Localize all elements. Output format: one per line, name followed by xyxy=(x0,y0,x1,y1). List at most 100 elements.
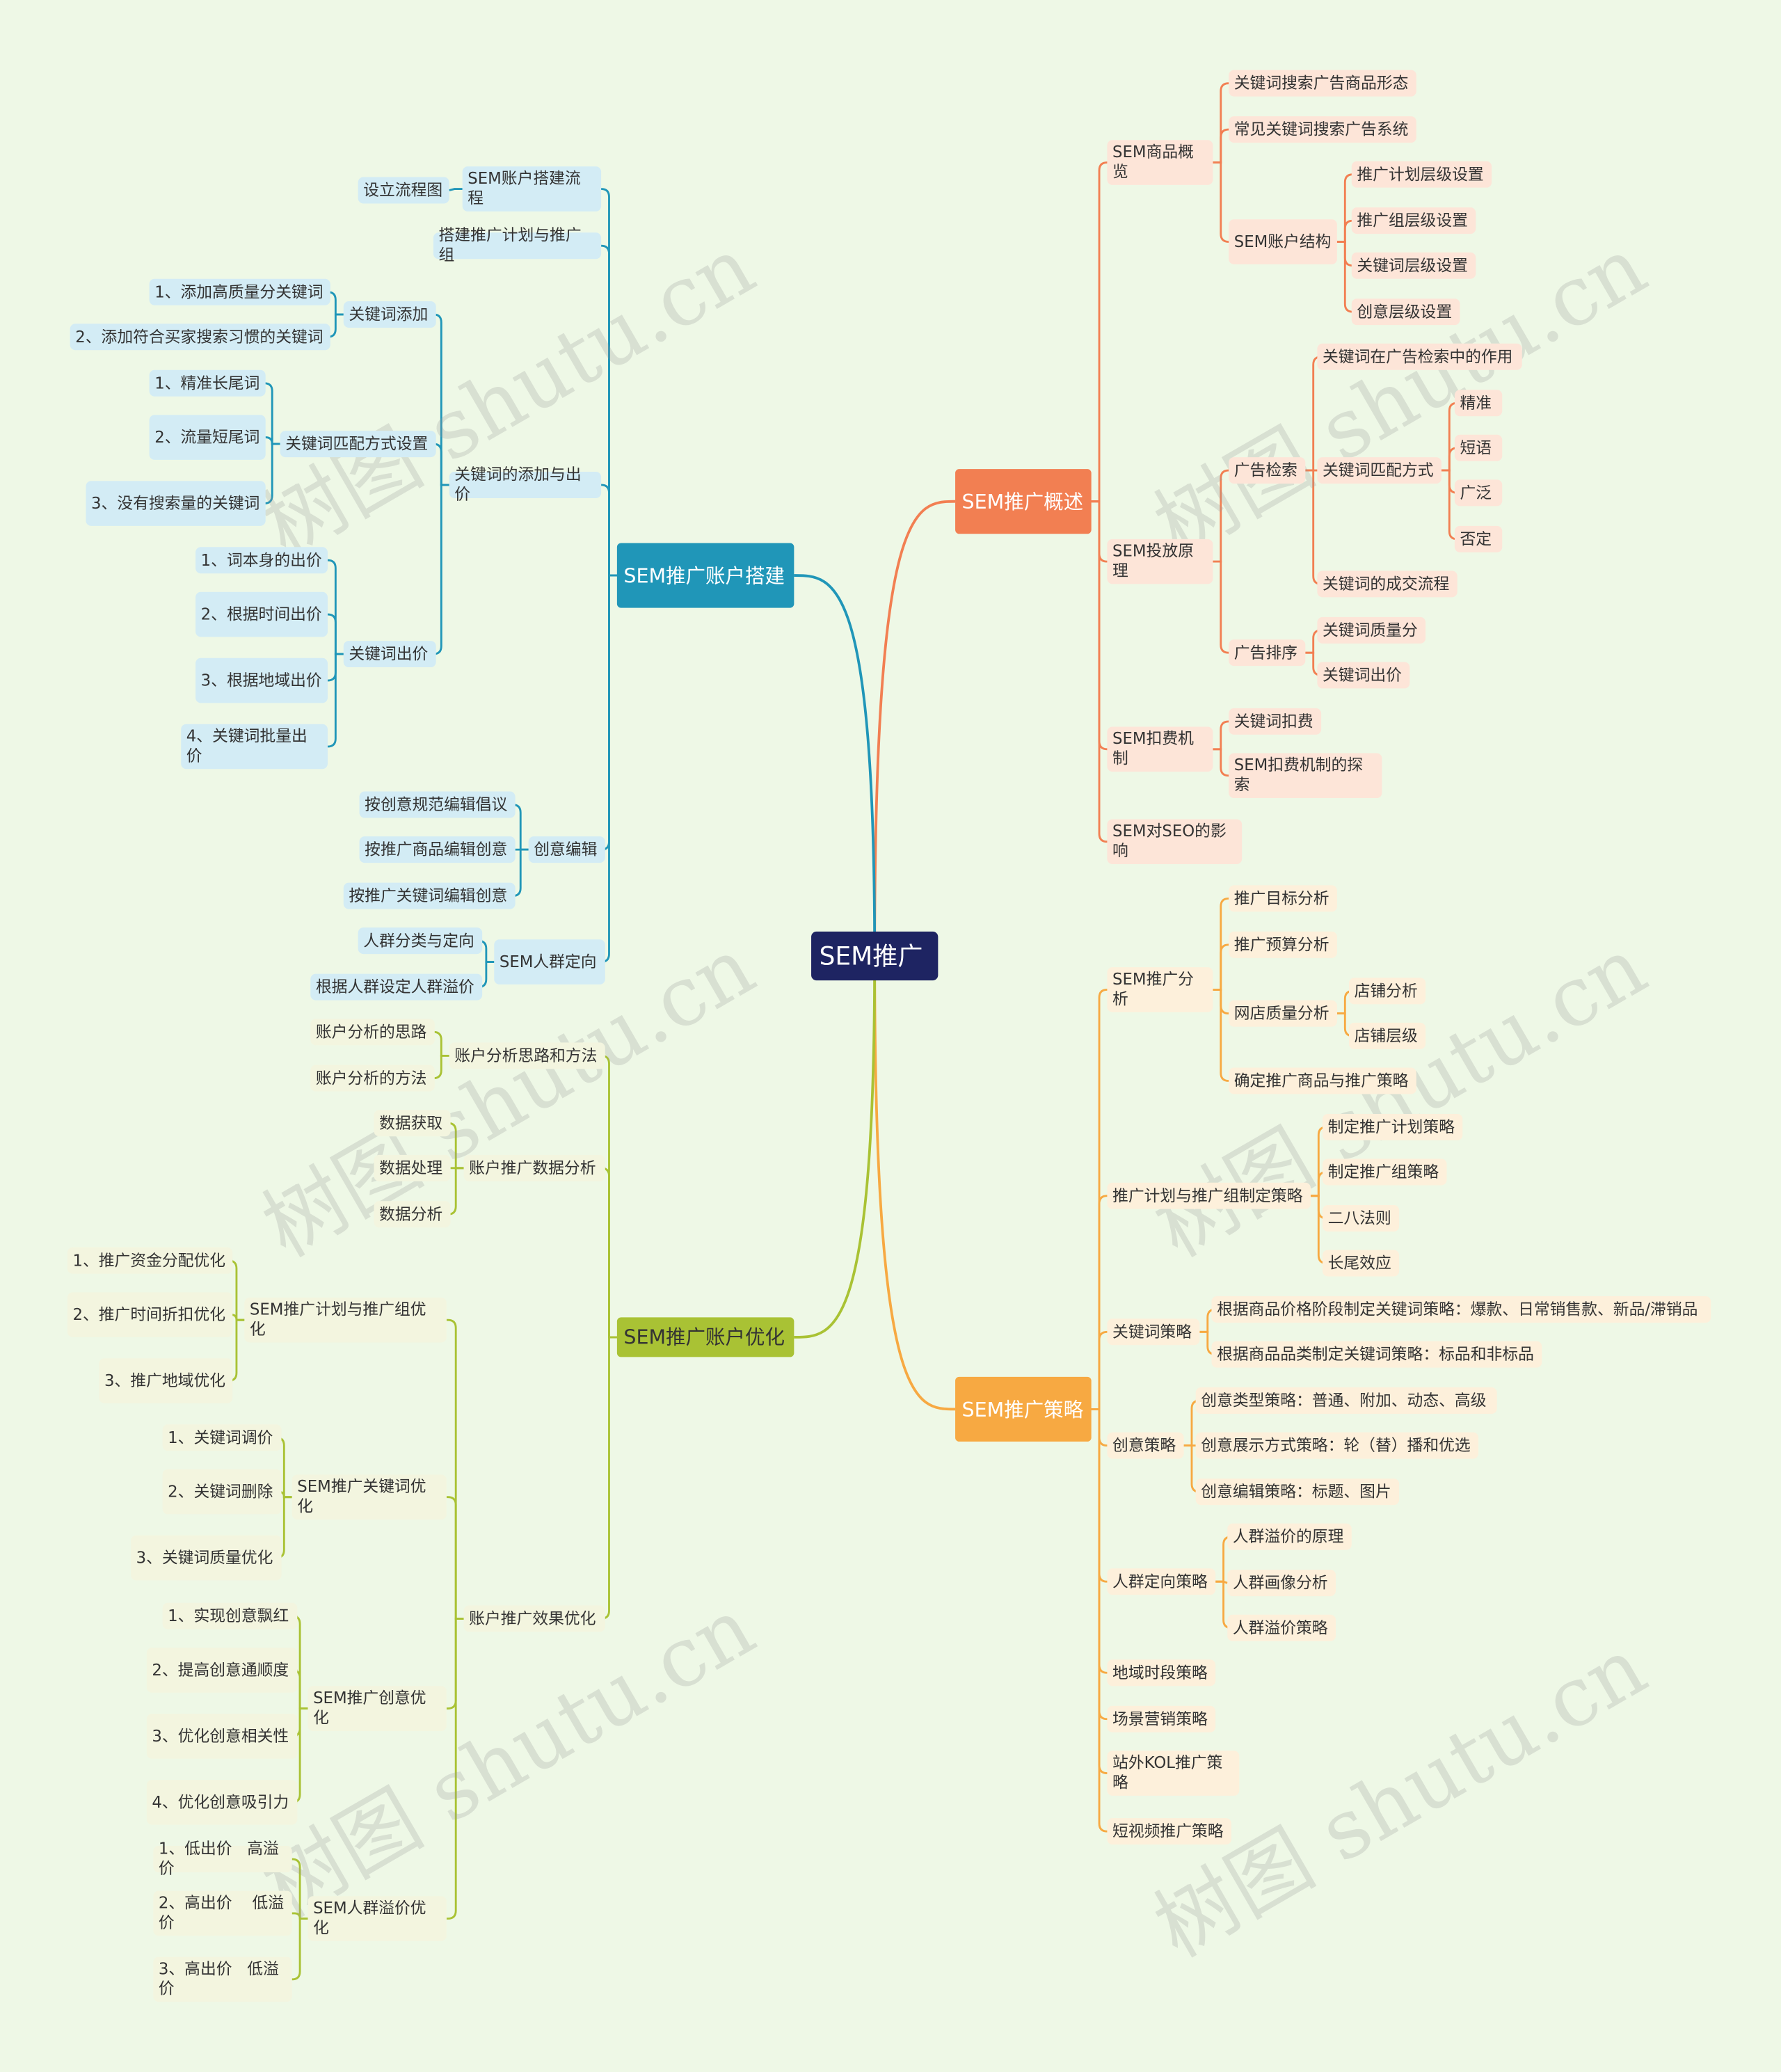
node-b2-5-1[interactable]: 人群溢价的原理 xyxy=(1227,1523,1352,1550)
node-b4-3-3-2[interactable]: 2、提高创意通顺度 xyxy=(146,1648,298,1693)
node-b2-4-2[interactable]: 创意展示方式策略：轮（替）播和优选 xyxy=(1195,1432,1479,1459)
node-b4-3-3[interactable]: SEM推广创意优化 xyxy=(308,1686,447,1731)
node-b1-2-1-1[interactable]: 关键词在广告检索中的作用 xyxy=(1317,343,1522,370)
node-b3-4-3[interactable]: 按推广关键词编辑创意 xyxy=(343,882,516,909)
node-b3-3-2-3[interactable]: 3、没有搜索量的关键词 xyxy=(86,481,266,526)
node-b2-1[interactable]: SEM推广分析 xyxy=(1107,967,1213,1012)
node-b1-3[interactable]: SEM扣费机制 xyxy=(1107,726,1213,772)
node-b1-2-1-2-1[interactable]: 精准 xyxy=(1454,390,1503,417)
node-b3-3-3-2[interactable]: 2、根据时间出价 xyxy=(195,591,328,637)
node-b2-2-3[interactable]: 二八法则 xyxy=(1322,1204,1400,1232)
node-b4-3-3-1[interactable]: 1、实现创意飘红 xyxy=(162,1602,298,1629)
node-b3-3-3-3[interactable]: 3、根据地域出价 xyxy=(195,658,328,703)
node-b3-4-2[interactable]: 按推广商品编辑创意 xyxy=(359,836,516,863)
node-b2-4-1[interactable]: 创意类型策略：普通、附加、动态、高级 xyxy=(1195,1387,1497,1414)
node-b2-4-3[interactable]: 创意编辑策略：标题、图片 xyxy=(1195,1479,1400,1506)
node-b2[interactable]: SEM推广策略 xyxy=(955,1376,1092,1442)
node-b1[interactable]: SEM推广概述 xyxy=(955,469,1092,534)
node-b3-1-1[interactable]: 设立流程图 xyxy=(358,177,449,204)
node-b4-3-4-3[interactable]: 3、高出价 低溢价 xyxy=(153,1957,292,2002)
node-b3-3[interactable]: 关键词的添加与出价 xyxy=(449,465,602,504)
node-b4-3-1[interactable]: SEM推广计划与推广组优化 xyxy=(244,1297,447,1343)
node-b1-1-1[interactable]: 关键词搜索广告商品形态 xyxy=(1229,70,1416,97)
node-b3[interactable]: SEM推广账户搭建 xyxy=(616,543,794,608)
node-b2-8[interactable]: 站外KOL推广策略 xyxy=(1107,1751,1240,1796)
node-b1-2-2[interactable]: 广告排序 xyxy=(1229,639,1306,667)
node-b2-3-1[interactable]: 根据商品价格阶段制定关键词策略：爆款、日常销售款、新品/滞销品 xyxy=(1211,1296,1711,1323)
node-b4-2-3[interactable]: 数据分析 xyxy=(374,1201,451,1228)
node-b3-1[interactable]: SEM账户搭建流程 xyxy=(462,166,602,212)
node-b2-6[interactable]: 地域时段策略 xyxy=(1107,1659,1216,1687)
node-b3-4-1[interactable]: 按创意规范编辑倡议 xyxy=(359,791,516,818)
node-b1-3-2[interactable]: SEM扣费机制的探索 xyxy=(1229,753,1382,799)
node-b4-1-1[interactable]: 账户分析的思路 xyxy=(310,1019,435,1046)
node-b2-1-3[interactable]: 网店质量分析 xyxy=(1229,1000,1337,1027)
node-b3-3-3-1[interactable]: 1、词本身的出价 xyxy=(195,547,328,574)
node-b4-3-3-3[interactable]: 3、优化创意相关性 xyxy=(146,1714,298,1759)
node-b3-3-2-1[interactable]: 1、精准长尾词 xyxy=(149,369,266,397)
node-b2-2-2[interactable]: 制定推广组策略 xyxy=(1322,1158,1447,1186)
node-b2-4[interactable]: 创意策略 xyxy=(1107,1432,1184,1459)
node-b1-2-1-2-2[interactable]: 短语 xyxy=(1454,434,1503,461)
node-b3-2[interactable]: 搭建推广计划与推广组 xyxy=(433,226,602,264)
node-b1-2-1-2[interactable]: 关键词匹配方式 xyxy=(1317,457,1441,484)
node-b2-7[interactable]: 场景营销策略 xyxy=(1107,1705,1216,1732)
node-b1-4[interactable]: SEM对SEO的影响 xyxy=(1107,819,1243,865)
node-b4-3-2-2[interactable]: 2、关键词删除 xyxy=(162,1469,282,1515)
node-b3-3-1[interactable]: 关键词添加 xyxy=(343,301,436,328)
node-b1-2[interactable]: SEM投放原理 xyxy=(1107,539,1213,584)
node-b2-5-3[interactable]: 人群溢价策略 xyxy=(1227,1614,1336,1641)
node-b3-3-3[interactable]: 关键词出价 xyxy=(343,641,436,668)
node-b1-1-3-1[interactable]: 推广计划层级设置 xyxy=(1351,161,1492,188)
node-b3-3-2-2[interactable]: 2、流量短尾词 xyxy=(149,415,266,460)
node-b1-1-3-2[interactable]: 推广组层级设置 xyxy=(1351,207,1476,234)
node-b3-5-2[interactable]: 根据人群设定人群溢价 xyxy=(310,973,483,1001)
node-b4-1[interactable]: 账户分析思路和方法 xyxy=(449,1042,605,1069)
node-b3-5-1[interactable]: 人群分类与定向 xyxy=(358,927,483,955)
node-b3-3-1-1[interactable]: 1、添加高质量分关键词 xyxy=(149,278,330,305)
node-b4-3-2-3[interactable]: 3、关键词质量优化 xyxy=(131,1535,282,1581)
node-b1-1-3-3[interactable]: 关键词层级设置 xyxy=(1351,252,1476,279)
node-b2-9[interactable]: 短视频推广策略 xyxy=(1107,1818,1231,1845)
node-b1-2-1-2-4[interactable]: 否定 xyxy=(1454,525,1503,552)
node-b2-5-2[interactable]: 人群画像分析 xyxy=(1227,1570,1336,1597)
node-b4-3-2[interactable]: SEM推广关键词优化 xyxy=(291,1474,447,1520)
node-b1-2-2-2[interactable]: 关键词出价 xyxy=(1317,662,1410,689)
node-b2-1-4[interactable]: 确定推广商品与推广策略 xyxy=(1229,1067,1416,1094)
node-b1-1-3-4[interactable]: 创意层级设置 xyxy=(1351,298,1460,326)
node-b2-1-1[interactable]: 推广目标分析 xyxy=(1229,885,1337,912)
node-b2-1-3-2[interactable]: 店铺层级 xyxy=(1348,1022,1426,1049)
node-b4-3-4[interactable]: SEM人群溢价优化 xyxy=(308,1896,447,1941)
node-b3-5[interactable]: SEM人群定向 xyxy=(494,939,605,985)
node-b4-3-1-1[interactable]: 1、推广资金分配优化 xyxy=(67,1247,233,1274)
node-b4-3-1-2[interactable]: 2、推广时间折扣优化 xyxy=(67,1292,233,1337)
node-b4-2-1[interactable]: 数据获取 xyxy=(374,1110,451,1137)
node-root[interactable]: SEM推广 xyxy=(811,931,939,981)
node-b4[interactable]: SEM推广账户优化 xyxy=(616,1317,794,1357)
node-b4-3-2-1[interactable]: 1、关键词调价 xyxy=(162,1424,282,1451)
node-b4-3-3-4[interactable]: 4、优化创意吸引力 xyxy=(146,1780,298,1825)
node-b4-2[interactable]: 账户推广数据分析 xyxy=(463,1154,605,1181)
node-b1-2-1-3[interactable]: 关键词的成交流程 xyxy=(1317,571,1457,598)
node-b3-3-3-4[interactable]: 4、关键词批量出价 xyxy=(181,724,328,770)
node-b4-3-4-1[interactable]: 1、低出价 高溢价 xyxy=(153,1840,292,1878)
node-b4-1-2[interactable]: 账户分析的方法 xyxy=(310,1065,435,1092)
node-b1-2-1[interactable]: 广告检索 xyxy=(1229,457,1306,484)
node-b1-1[interactable]: SEM商品概览 xyxy=(1107,140,1213,185)
node-b2-3-2[interactable]: 根据商品品类制定关键词策略：标品和非标品 xyxy=(1211,1341,1542,1368)
node-b2-2-1[interactable]: 制定推广计划策略 xyxy=(1322,1113,1463,1140)
node-b4-2-2[interactable]: 数据处理 xyxy=(374,1154,451,1181)
node-b3-4[interactable]: 创意编辑 xyxy=(528,836,605,863)
node-b1-1-2[interactable]: 常见关键词搜索广告系统 xyxy=(1229,116,1416,143)
node-b2-2-4[interactable]: 长尾效应 xyxy=(1322,1250,1400,1277)
node-b2-2[interactable]: 推广计划与推广组制定策略 xyxy=(1107,1182,1311,1209)
node-b2-5[interactable]: 人群定向策略 xyxy=(1107,1568,1216,1595)
node-b2-1-2[interactable]: 推广预算分析 xyxy=(1229,931,1337,958)
node-b2-3[interactable]: 关键词策略 xyxy=(1107,1318,1200,1346)
node-b1-1-3[interactable]: SEM账户结构 xyxy=(1229,219,1337,264)
node-b4-3-1-3[interactable]: 3、推广地域优化 xyxy=(99,1358,233,1403)
node-b2-1-3-1[interactable]: 店铺分析 xyxy=(1348,978,1426,1005)
node-b1-3-1[interactable]: 关键词扣费 xyxy=(1229,708,1322,735)
node-b3-3-1-2[interactable]: 2、添加符合买家搜索习惯的关键词 xyxy=(70,324,330,351)
node-b4-3-4-2[interactable]: 2、高出价 低溢价 xyxy=(153,1890,292,1936)
